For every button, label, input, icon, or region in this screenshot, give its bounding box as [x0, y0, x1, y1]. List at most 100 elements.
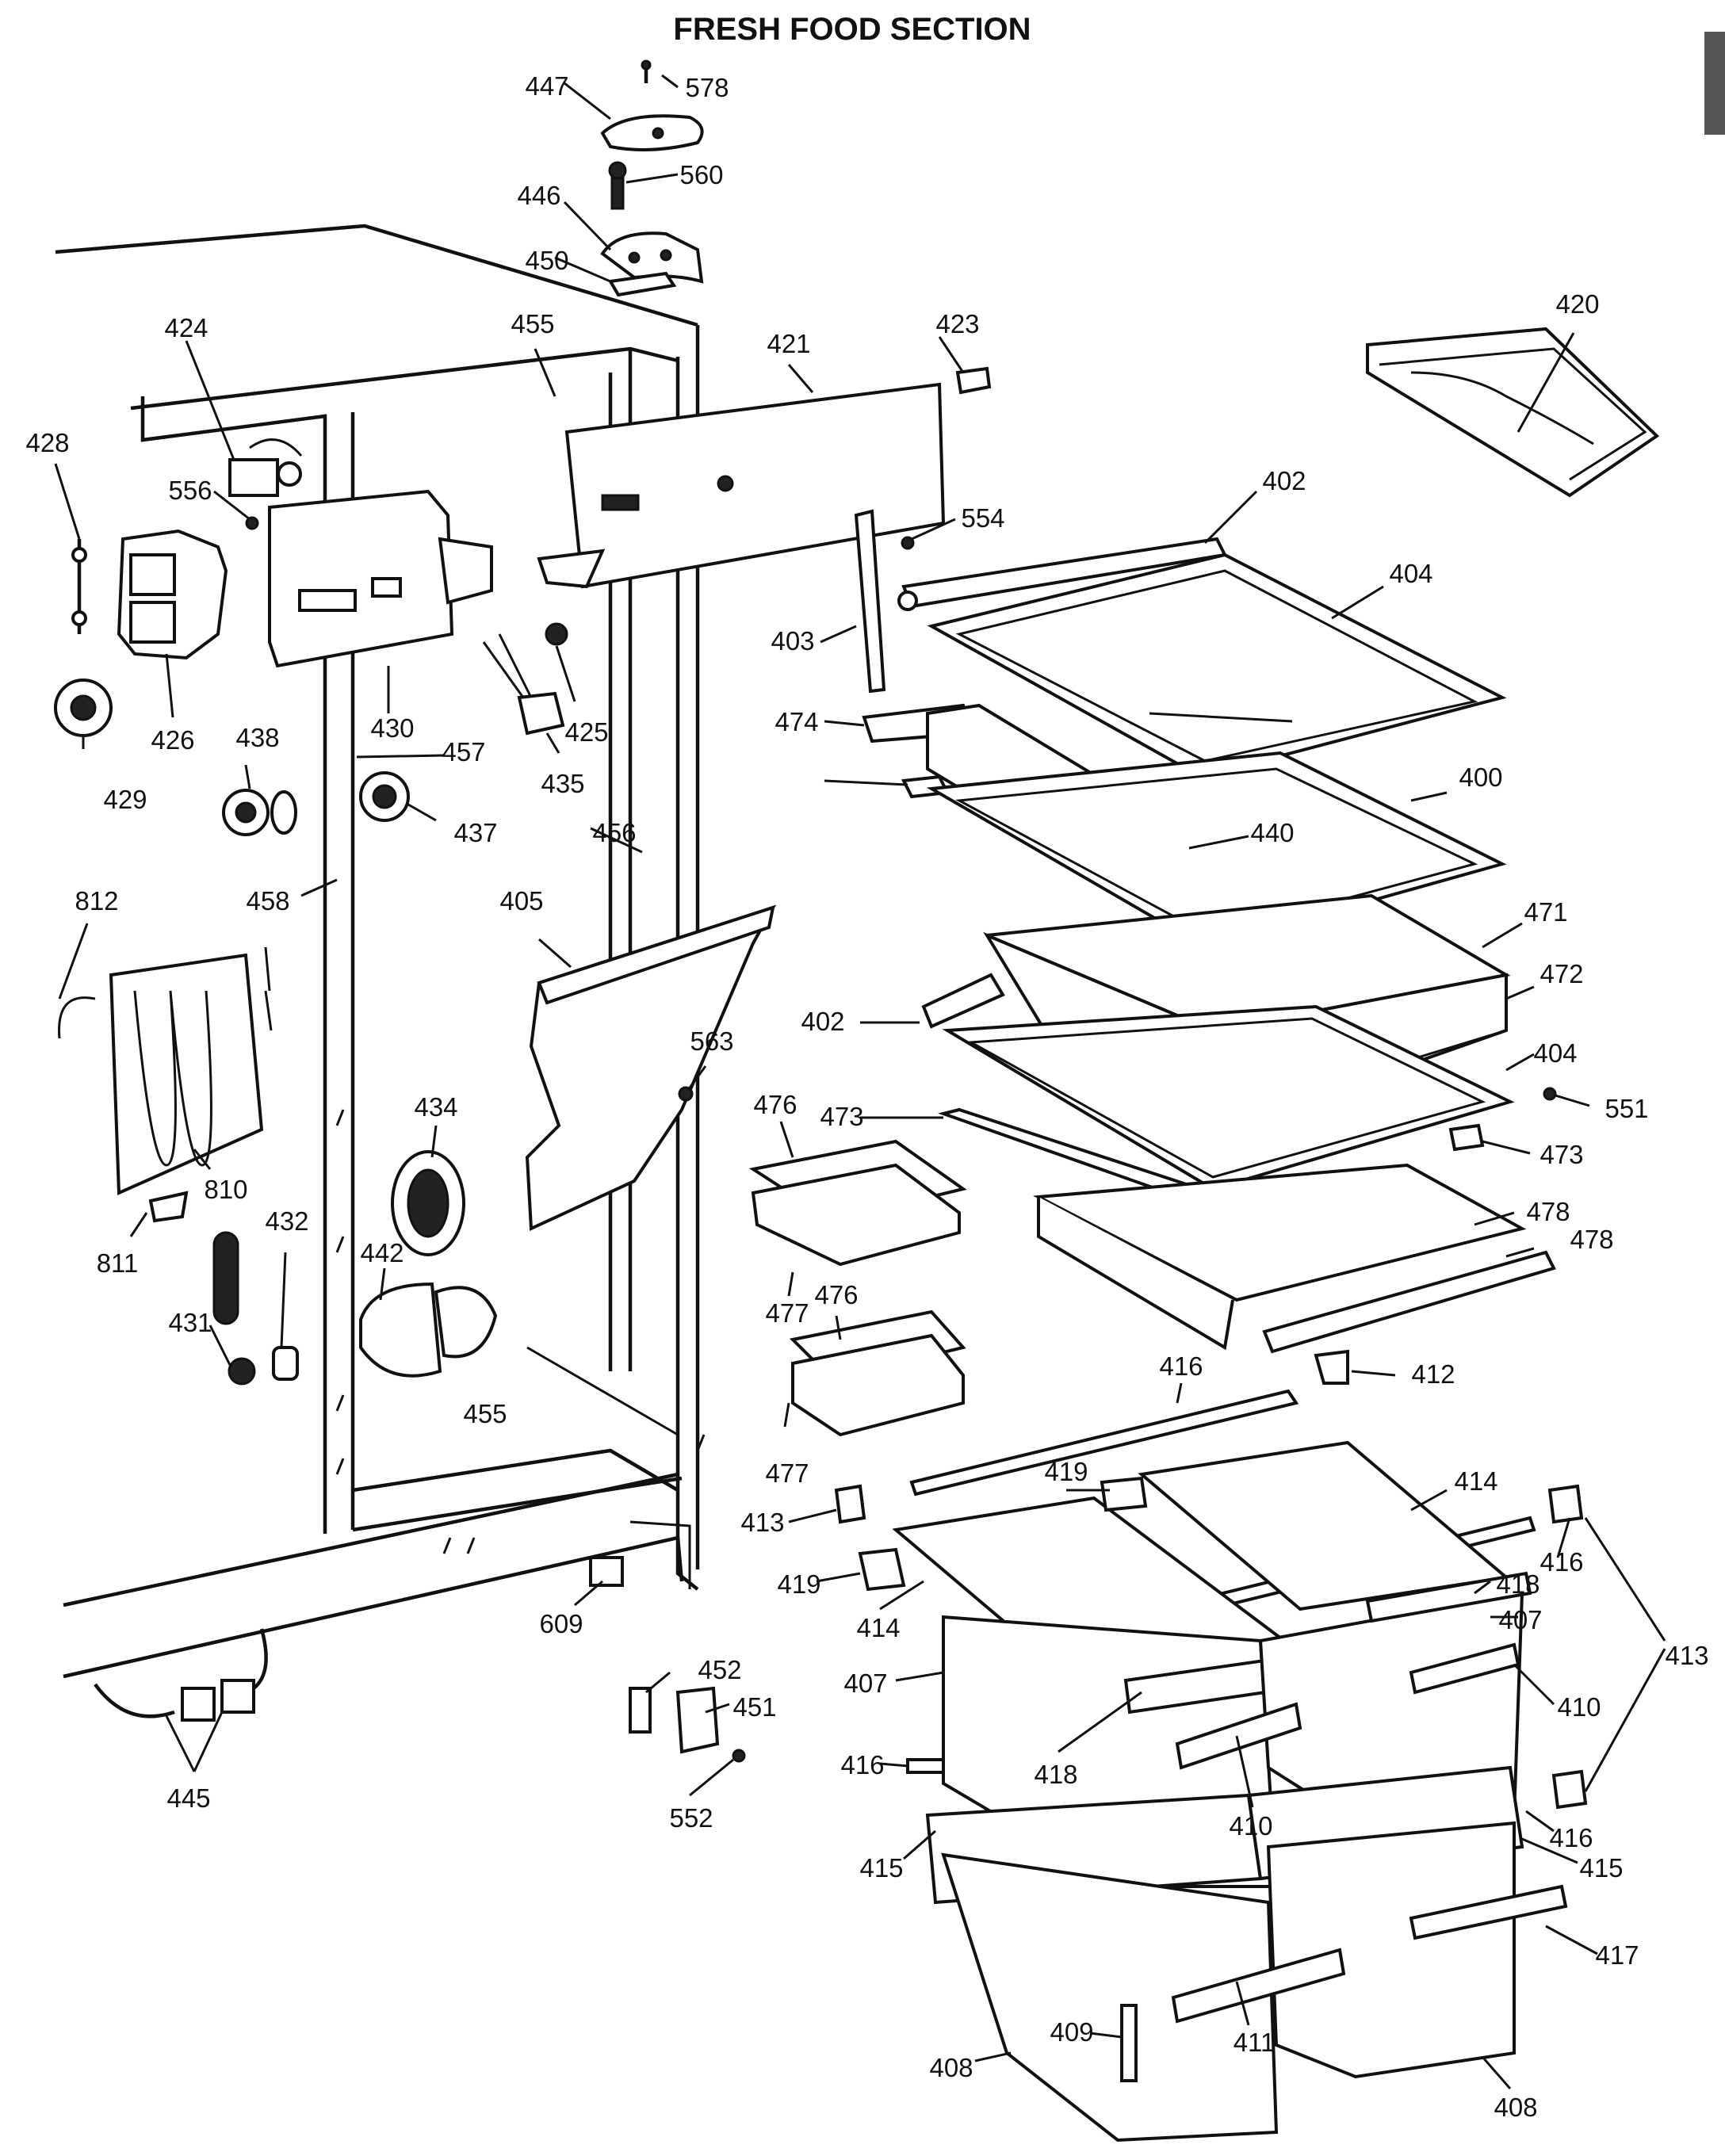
part-screw-560	[608, 161, 627, 210]
callout-419-left: 419	[777, 1569, 820, 1599]
callout-431: 431	[168, 1308, 212, 1337]
callout-476-lower: 476	[814, 1280, 858, 1309]
part-shelf-404-top	[927, 552, 1507, 779]
part-air-duct-405	[525, 904, 777, 1232]
callout-416-right: 416	[1539, 1547, 1583, 1577]
part-screw-556	[245, 516, 259, 530]
callout-810: 810	[204, 1175, 247, 1204]
callout-476-upper: 476	[753, 1090, 797, 1119]
part-nut-431	[228, 1357, 256, 1386]
callout-434: 434	[414, 1092, 457, 1122]
callout-478-lower: 478	[1570, 1225, 1613, 1254]
callout-405: 405	[499, 886, 543, 916]
callout-473-right: 473	[1539, 1140, 1583, 1169]
callout-556: 556	[168, 476, 212, 505]
part-screw-552	[732, 1749, 746, 1763]
callout-551: 551	[1605, 1094, 1648, 1123]
callout-421: 421	[767, 329, 810, 358]
callout-471: 471	[1524, 897, 1567, 927]
callout-410-right: 410	[1557, 1692, 1601, 1722]
callout-403: 403	[771, 626, 814, 656]
callout-811: 811	[97, 1248, 139, 1278]
part-screw-554	[901, 536, 915, 550]
part-clip-412	[1314, 1349, 1349, 1385]
callout-442: 442	[360, 1238, 404, 1267]
callout-812-left: 812	[75, 886, 118, 916]
part-shelf-support-403	[854, 509, 886, 694]
part-screw-563	[678, 1086, 694, 1102]
part-shelf-402-lower	[921, 973, 1005, 1029]
part-bottle-rack-420	[1366, 327, 1660, 498]
callout-455-bottom: 455	[463, 1399, 507, 1428]
part-top-hinge-446	[600, 231, 704, 284]
part-bearing-438	[222, 789, 297, 836]
registration-mark	[1704, 32, 1725, 135]
callout-410-left: 410	[1229, 1811, 1272, 1841]
part-pan-408-left	[941, 1852, 1279, 2143]
callout-424: 424	[164, 313, 208, 342]
callout-430: 430	[370, 713, 414, 743]
callout-452: 452	[698, 1655, 741, 1684]
callout-413-left: 413	[740, 1508, 784, 1537]
callout-432: 432	[265, 1206, 308, 1236]
leader-lines	[54, 74, 1666, 2089]
callout-477-upper: 477	[765, 1298, 809, 1328]
callout-418-left: 418	[1034, 1760, 1077, 1789]
part-light-socket-423	[955, 366, 992, 395]
callout-415-right: 415	[1579, 1853, 1623, 1883]
callout-563: 563	[690, 1026, 733, 1056]
callout-419-top: 419	[1044, 1457, 1088, 1486]
callout-408-left: 408	[929, 2053, 973, 2082]
callout-411: 411	[1234, 2028, 1276, 2057]
part-handle-410	[1175, 1642, 1520, 1770]
callout-429: 429	[103, 785, 147, 814]
callout-435: 435	[541, 769, 584, 798]
callout-413-right: 413	[1665, 1641, 1708, 1670]
callout-416-bottom: 416	[1549, 1823, 1593, 1852]
part-rod-416-left	[906, 1758, 945, 1774]
callout-447: 447	[525, 71, 568, 101]
callout-402-top: 402	[1262, 466, 1306, 495]
part-slot-432	[212, 1231, 239, 1325]
part-shim-450	[607, 271, 677, 297]
part-pan-408-right	[1266, 1821, 1516, 2079]
part-hinge-cover-447	[600, 114, 704, 151]
part-plate-452	[629, 1687, 652, 1734]
callout-400: 400	[1459, 763, 1502, 792]
part-bracket-413	[834, 1484, 1588, 1810]
diagram-title: FRESH FOOD SECTION	[673, 12, 1031, 47]
part-handle-418	[1365, 1571, 1532, 1623]
part-drawer-478	[1032, 1163, 1556, 1354]
callout-415-left: 415	[859, 1853, 903, 1883]
callout-473-left: 473	[820, 1102, 863, 1131]
callout-451: 451	[732, 1692, 776, 1722]
callout-457: 457	[442, 737, 485, 766]
part-grille-442	[359, 1282, 498, 1378]
callout-416-left: 416	[840, 1750, 884, 1779]
callout-560: 560	[679, 160, 723, 189]
callout-554: 554	[961, 503, 1004, 533]
callout-450: 450	[525, 246, 568, 275]
part-tray-476-upper	[748, 1139, 967, 1267]
part-screw-551	[1543, 1087, 1557, 1101]
callout-437: 437	[453, 818, 497, 847]
part-wire-812	[58, 990, 273, 1039]
part-light-switch-428	[71, 539, 87, 634]
callout-404-top: 404	[1389, 559, 1432, 588]
part-knob-429	[54, 679, 113, 737]
callout-414-right: 414	[1454, 1466, 1497, 1496]
callout-609: 609	[539, 1609, 583, 1638]
callout-labels: 447 578 446 560 450 420 424 455 421 423 …	[25, 71, 1708, 2122]
callout-455-top: 455	[511, 309, 554, 338]
callout-552: 552	[669, 1803, 713, 1833]
part-housing-426	[117, 529, 228, 660]
part-temperature-control-panel-421	[537, 382, 946, 589]
callout-423: 423	[935, 309, 979, 338]
part-light-bulb-425	[482, 622, 568, 698]
part-screw-578	[641, 59, 652, 83]
callout-456: 456	[592, 818, 636, 847]
part-control-housing-430	[268, 489, 493, 668]
part-rail-419	[858, 1476, 1148, 1592]
callout-474: 474	[775, 707, 818, 736]
